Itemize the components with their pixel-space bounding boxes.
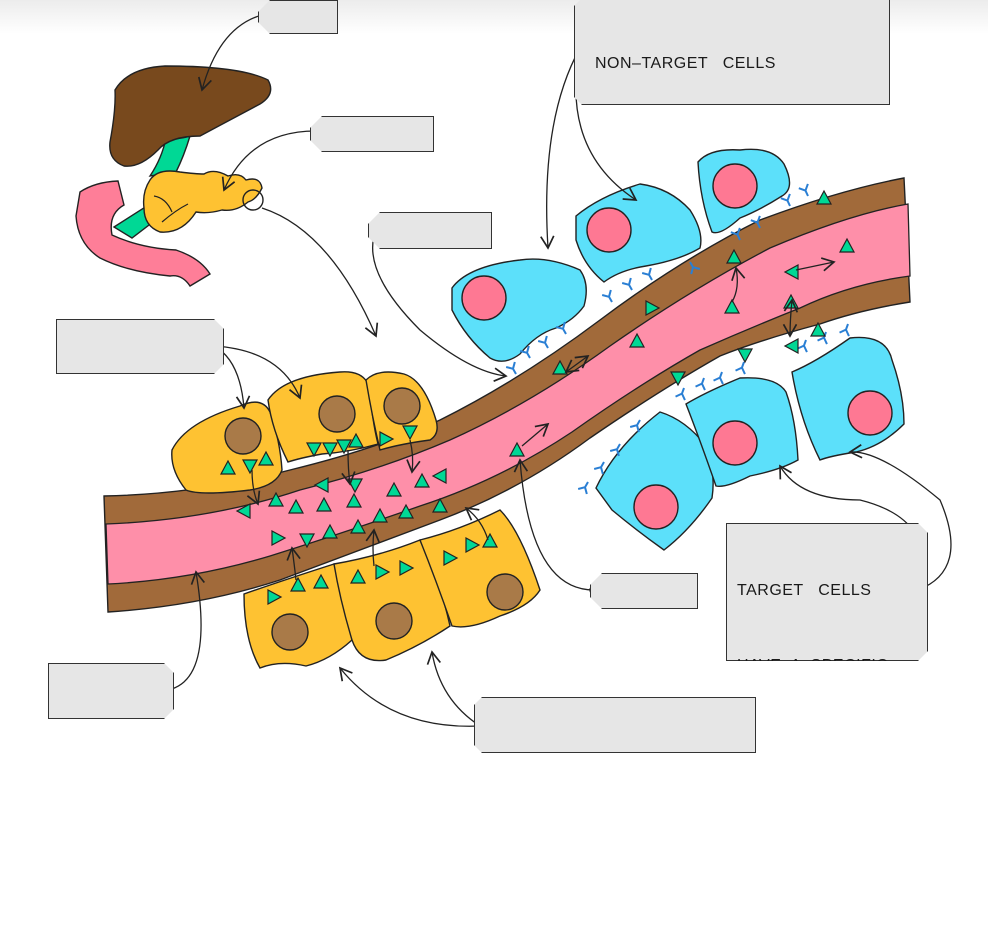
receptor: [797, 182, 814, 200]
receptor: [537, 334, 554, 352]
non-target-nucleus: [586, 207, 632, 253]
label-receptor: RECEPTOR: [368, 212, 492, 249]
pointer-capillary: [163, 570, 205, 695]
pointer-liver: [197, 9, 271, 92]
gland-cell: [333, 539, 451, 662]
hormone-molecule: [784, 338, 799, 354]
label-non-target-cells: NON–TARGET CELLS DO NOT HAVE A RECEPTOR …: [574, 0, 890, 105]
label-target-cells: TARGET CELLS HAVE A SPECIFIC RECEPTOR CO…: [726, 523, 928, 661]
secretion-arrow: [246, 469, 261, 506]
gland-nucleus: [486, 573, 524, 611]
receptor: [694, 375, 710, 392]
organs-group: [75, 65, 272, 287]
secretion-arrow: [341, 449, 356, 486]
gland-nucleus: [271, 613, 309, 651]
receptor: [712, 369, 728, 386]
pointer-gland-2: [213, 345, 303, 400]
label-pancreatic-gland-cells: PANCREATIC GLAND CELLS: [56, 319, 224, 374]
receptor: [641, 266, 658, 284]
label-pancreas: PANCREAS: [310, 116, 434, 152]
receptor: [577, 478, 594, 496]
target-nucleus: [712, 420, 758, 466]
pointer-target-1: [848, 444, 952, 595]
pointer-receptor: [371, 225, 508, 382]
non-target-line-1: NON–TARGET CELLS: [595, 55, 776, 72]
pointer-hormone: [513, 458, 599, 595]
transport-arrow: [795, 257, 836, 272]
pancreas-detail: [153, 195, 189, 223]
receptor: [601, 288, 618, 306]
target-cells: [595, 336, 905, 551]
receptor: [674, 385, 690, 402]
transport-arrow: [564, 354, 590, 374]
label-blood-capillary: BLOOD CAPILLARY: [48, 663, 174, 719]
gland-cell: [171, 401, 283, 494]
pointer-secrete-2: [426, 650, 481, 727]
pointer-lines: [163, 9, 952, 731]
label-liver: LIVER: [258, 0, 338, 34]
liver: [109, 65, 272, 167]
target-cells-line-4: COMPLEMENTARY: [737, 807, 888, 824]
transport-arrow: [782, 298, 799, 338]
gland-nucleus: [224, 417, 262, 455]
gland-nucleus: [375, 602, 413, 640]
receptor: [734, 359, 750, 376]
target-nucleus: [633, 484, 679, 530]
pointer-pancreas: [221, 126, 323, 192]
these-cells-line-2: SECRETE THE HORMONE: [495, 829, 715, 846]
receptor: [621, 276, 638, 294]
secretion-arrow: [464, 506, 489, 541]
gland-nucleus: [318, 395, 356, 433]
pointer-non-target-1: [540, 43, 585, 250]
secretion-arrow: [286, 546, 301, 581]
target-nucleus: [847, 390, 893, 436]
pointer-zoom: [261, 207, 379, 338]
target-cells-line-1: TARGET CELLS: [737, 582, 872, 599]
target-cells-line-5: TO THE HORMONE: [737, 882, 900, 899]
receptor: [838, 321, 854, 338]
transport-arrow: [731, 266, 746, 303]
label-hormone: HORMONE: [590, 573, 698, 609]
hormone-molecule: [737, 348, 753, 363]
secretion-arrow: [365, 528, 380, 567]
blood-capillary-line-2: CAPILLARY: [59, 795, 152, 812]
receptor: [796, 337, 812, 354]
transport-arrow: [521, 422, 550, 447]
blood-lumen: [105, 203, 911, 585]
duodenum: [75, 180, 211, 287]
diagram-canvas: [75, 9, 952, 731]
secretion-arrow: [406, 439, 421, 474]
label-these-cells: THESE CELLS MAKE AND SECRETE THE HORMONE: [474, 697, 756, 753]
pointer-secrete-1: [338, 666, 485, 731]
pancreas: [142, 170, 263, 233]
non-target-nucleus: [461, 275, 507, 321]
receptor: [505, 360, 522, 378]
gland-nucleus: [383, 387, 421, 425]
non-target-nucleus: [712, 163, 758, 209]
blood-capillary: [103, 177, 911, 613]
